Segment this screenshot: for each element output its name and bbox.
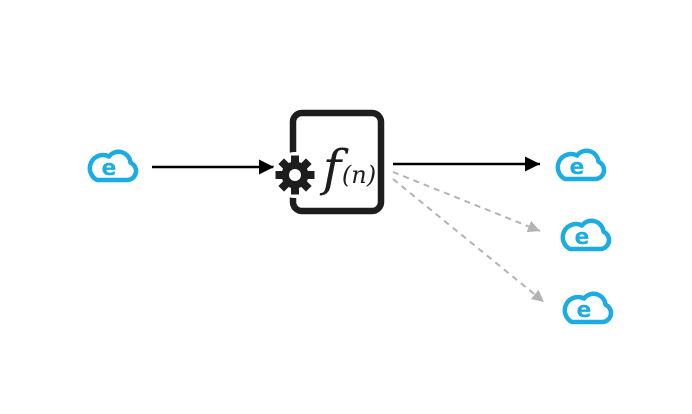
cloud-letter: e xyxy=(575,225,590,250)
cloud-icon xyxy=(87,149,139,183)
cloud-icon xyxy=(555,148,607,182)
cloud-letter: e xyxy=(570,155,585,180)
target-cloudevent-icon-2: e xyxy=(560,218,612,252)
source-cloudevent-icon: e xyxy=(87,149,139,183)
cloud-letter: e xyxy=(102,156,117,181)
gear-icon xyxy=(272,152,318,198)
target-cloudevent-icon-3: e xyxy=(562,291,614,325)
cloud-icon xyxy=(562,291,614,325)
dashed-arrow-function-to-target-2 xyxy=(392,171,541,233)
function-node-icon: f (n) xyxy=(272,109,385,215)
function-label-n: (n) xyxy=(342,161,376,189)
cloud-letter: e xyxy=(577,298,592,323)
cloud-icon xyxy=(560,218,612,252)
target-cloudevent-icon-1: e xyxy=(555,148,607,182)
dashed-arrow-function-to-target-3 xyxy=(392,178,545,303)
